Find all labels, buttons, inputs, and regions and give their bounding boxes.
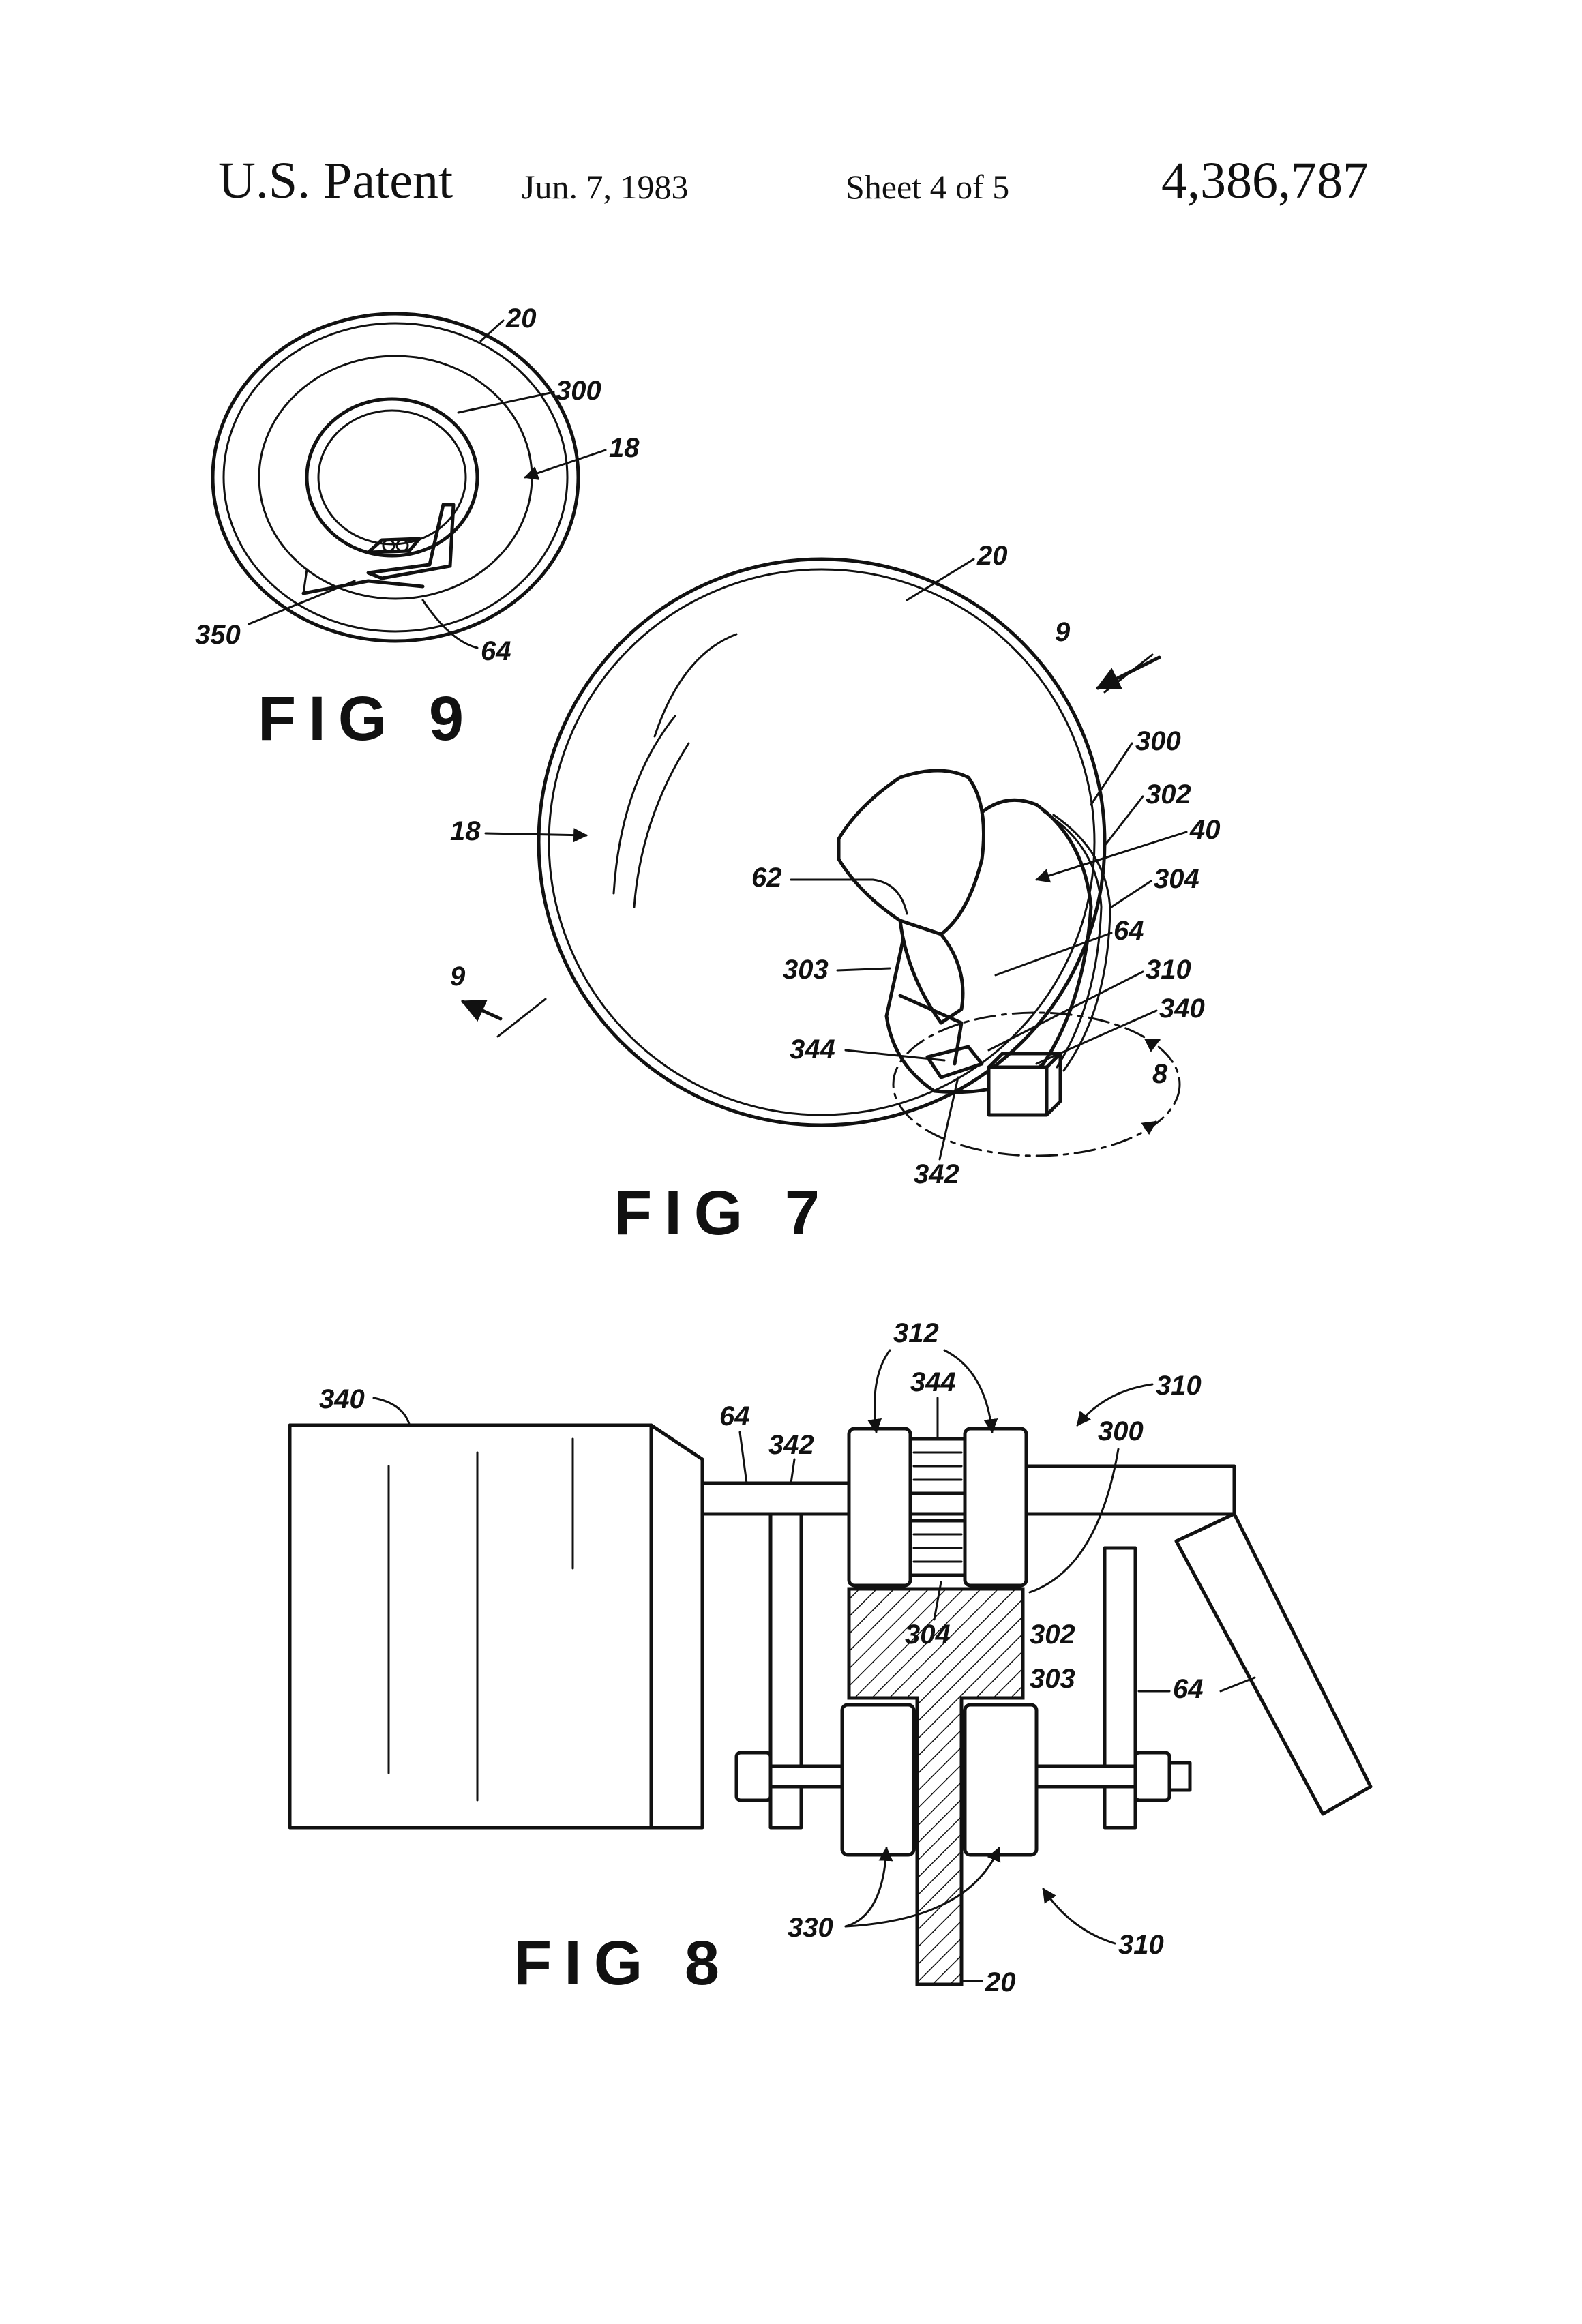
fig9-leader-300 [458, 392, 554, 413]
fig7-leader-342 [940, 1077, 958, 1159]
fig8-ref-342: 342 [768, 1430, 814, 1460]
fig8-ref-340: 340 [319, 1384, 365, 1414]
fig9-lever-350 [303, 581, 423, 593]
fig7-ref-9-bottom: 9 [450, 962, 466, 992]
fig8-ref-64-top: 64 [719, 1401, 750, 1431]
fig7-ref-344: 344 [790, 1034, 835, 1064]
fig9-ref-64: 64 [481, 636, 511, 666]
figure-8: 312 310 344 300 340 64 342 304 302 303 6… [290, 1318, 1371, 1998]
fig8-leader-340 [374, 1398, 409, 1424]
fig8-roller-312-left [849, 1429, 910, 1585]
fig7-ref-64: 64 [1114, 916, 1144, 946]
fig8-ref-300: 300 [1098, 1416, 1144, 1446]
fig7-leader-20 [907, 559, 974, 600]
fig9-track-inner [318, 411, 466, 544]
fig7-ref-9-top: 9 [1055, 617, 1071, 647]
fig8-leader-312-left [875, 1350, 891, 1432]
fig8-leader-330-left [846, 1848, 886, 1926]
fig8-ref-310-bottom: 310 [1118, 1930, 1164, 1960]
fig7-leader-303 [837, 968, 890, 970]
fig7-ref-300: 300 [1135, 726, 1181, 756]
fig7-ref-20: 20 [976, 541, 1008, 571]
fig8-motor-340 [290, 1425, 651, 1828]
fig8-nut-right [1135, 1753, 1169, 1800]
fig7-ref-303: 303 [783, 955, 829, 985]
fig7-leader-304 [1111, 881, 1151, 907]
fig8-leader-64-top [740, 1432, 747, 1483]
fig8-ref-312: 312 [893, 1318, 939, 1348]
fig8-ref-304: 304 [905, 1620, 951, 1650]
fig9-ref-300: 300 [556, 376, 601, 406]
fig9-lever-end [303, 569, 307, 593]
fig8-ref-302: 302 [1030, 1620, 1075, 1650]
fig8-leader-310-bottom [1043, 1889, 1115, 1943]
fig7-section-line-9-bottom [498, 999, 546, 1037]
fig7-seat-62 [900, 921, 963, 1023]
fig8-ref-344: 344 [910, 1367, 956, 1397]
fig9-outer-wheel [213, 314, 578, 641]
fig9-roller-a [383, 540, 394, 551]
fig8-ref-64-right: 64 [1173, 1674, 1204, 1704]
fig8-frame-leg [1176, 1514, 1371, 1814]
fig8-roller-330-left [842, 1705, 914, 1855]
fig7-ref-302: 302 [1146, 779, 1191, 809]
figure-7: 20 9 300 302 40 304 18 62 64 310 303 340… [450, 541, 1221, 1248]
fig7-leader-18 [486, 833, 586, 835]
fig7-leader-302 [1105, 796, 1143, 846]
fig8-ref-20: 20 [985, 1967, 1016, 1997]
fig7-seat-back [839, 771, 984, 934]
fig8-roller-330-right [965, 1705, 1036, 1855]
figure-9: 20 300 18 350 64 FIG 9 [195, 303, 640, 754]
fig8-leader-342 [791, 1459, 794, 1483]
fig7-ref-8: 8 [1152, 1059, 1168, 1089]
fig9-roller-b [397, 540, 408, 551]
fig9-ref-350: 350 [195, 620, 241, 650]
fig8-axle-right [1036, 1766, 1139, 1787]
fig8-ref-303: 303 [1030, 1664, 1075, 1694]
fig7-highlight-a [655, 634, 736, 736]
fig7-ref-18: 18 [450, 816, 481, 846]
fig7-ref-310: 310 [1146, 955, 1191, 985]
fig8-motor-side [651, 1425, 702, 1828]
fig9-label: FIG 9 [258, 684, 476, 754]
fig9-tire-inner [259, 356, 532, 599]
fig7-ref-342: 342 [914, 1159, 959, 1189]
fig7-section-line-9-top [1105, 655, 1152, 692]
fig7-motor-340 [989, 1067, 1047, 1115]
fig7-ref-304: 304 [1154, 864, 1199, 894]
fig9-ref-18: 18 [609, 433, 640, 463]
fig8-roller-312-right [965, 1429, 1026, 1585]
fig8-ref-330: 330 [788, 1913, 833, 1943]
fig7-label: FIG 7 [614, 1178, 832, 1248]
fig8-label: FIG 8 [513, 1928, 732, 1998]
fig8-ref-310-top: 310 [1156, 1371, 1202, 1401]
fig7-section-arrow-9-bottom [463, 1002, 501, 1019]
fig8-nut-left [736, 1753, 771, 1800]
fig7-highlight-b [614, 716, 675, 893]
fig8-frame-64-top [1023, 1466, 1234, 1514]
fig7-arrow-8a [1152, 1040, 1159, 1043]
fig7-sphere-inner [549, 569, 1094, 1115]
fig7-ref-40: 40 [1189, 815, 1221, 845]
fig9-ref-20: 20 [505, 303, 537, 333]
fig7-ref-340: 340 [1159, 994, 1205, 1024]
fig7-ref-62: 62 [751, 863, 782, 893]
fig8-bolt-end [1169, 1763, 1190, 1790]
